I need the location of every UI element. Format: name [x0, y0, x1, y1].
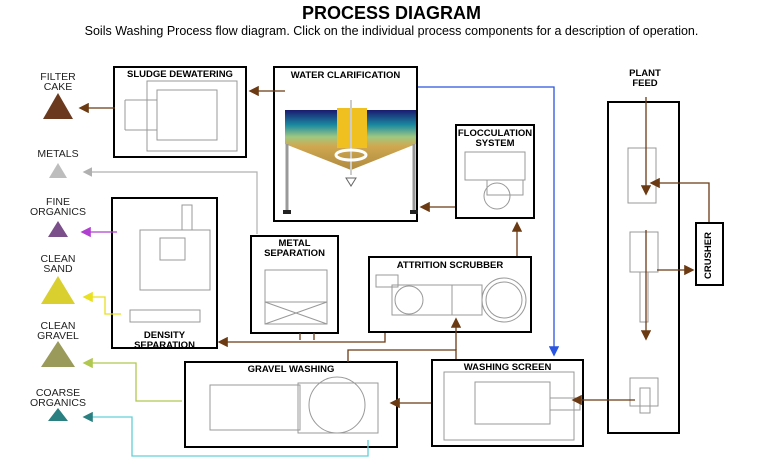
output-label-line: ORGANICS	[29, 397, 86, 409]
output-label-line: ORGANICS	[29, 206, 86, 218]
pile-filter-cake[interactable]	[43, 93, 73, 119]
label-line: SYSTEM	[475, 138, 515, 149]
label-line: SEPARATION	[134, 340, 195, 351]
pile-clean-gravel[interactable]	[41, 341, 75, 367]
output-label-line: FILTER	[40, 71, 76, 83]
output-piles	[41, 93, 75, 421]
crusher-return-arrow	[649, 177, 710, 222]
crusher-box[interactable]: CRUSHER	[695, 222, 724, 286]
page-subtitle: Soils Washing Process flow diagram. Clic…	[84, 24, 699, 38]
output-label-line: CAKE	[43, 81, 73, 93]
label-line: FLOCCULATION	[457, 128, 533, 139]
clarifier-illustration	[283, 100, 418, 214]
washing-screen-box[interactable]: WASHING SCREEN	[431, 359, 584, 447]
pile-coarse-organics[interactable]	[48, 408, 68, 421]
pile-fine-organics[interactable]	[48, 221, 68, 237]
water-return-arrow	[418, 86, 560, 357]
gravel-washing-label: GRAVEL WASHING	[247, 364, 335, 375]
output-label-line: FINE	[46, 196, 70, 208]
output-label-line: COARSE	[35, 387, 81, 399]
equipment-sketches	[124, 80, 659, 441]
coarse-organics-line	[82, 411, 369, 457]
output-label-line: GRAVEL	[37, 330, 79, 342]
attrition-scrubber-label: ATTRITION SCRUBBER	[396, 260, 504, 271]
pile-metals[interactable]	[49, 163, 67, 178]
sludge-dewatering-label: SLUDGE DEWATERING	[127, 69, 233, 80]
water-clarification-label: WATER CLARIFICATION	[290, 70, 401, 81]
clean-sand-line	[82, 291, 121, 315]
output-label-line: CLEAN	[40, 320, 76, 332]
clean-gravel-line	[82, 357, 182, 402]
label-line: PLANT	[629, 68, 661, 79]
output-label-metals: METALS	[18, 148, 98, 160]
attrition-scrubber-box[interactable]: ATTRITION SCRUBBER	[368, 256, 532, 333]
output-label-line: SAND	[43, 263, 73, 275]
label-line: FEED	[632, 78, 658, 89]
screen-to-gravel-line	[347, 349, 457, 362]
washing-screen-label: WASHING SCREEN	[463, 362, 552, 373]
page-title: PROCESS DIAGRAM	[301, 3, 481, 23]
to-density-arrow	[217, 333, 386, 348]
metals-line	[82, 167, 258, 234]
output-label-line: CLEAN	[40, 253, 76, 265]
label-line: SEPARATION	[264, 248, 325, 259]
main-flow-lines	[78, 85, 710, 409]
label-line: DENSITY	[143, 330, 186, 341]
plant-feed-box[interactable]	[607, 101, 680, 434]
label-line: METAL	[278, 238, 311, 249]
output-label-line: METALS	[37, 148, 79, 160]
pile-clean-sand[interactable]	[41, 276, 75, 304]
